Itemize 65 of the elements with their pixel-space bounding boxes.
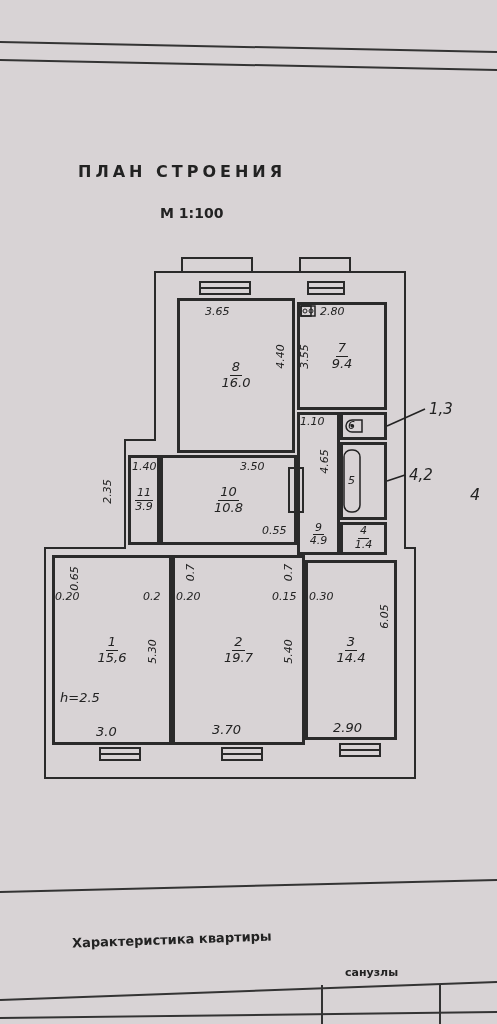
dimension-label: 2.80 xyxy=(320,305,345,318)
room-outline xyxy=(297,412,340,555)
room-number: 2 xyxy=(232,634,245,651)
room-note: 3.0 xyxy=(96,724,117,739)
leader-line xyxy=(386,408,426,427)
dimension-label: 0.65 xyxy=(67,566,81,591)
room-area: 9.4 xyxy=(329,356,355,372)
room-area: 19.7 xyxy=(222,650,255,666)
room-area: 1.4 xyxy=(352,539,375,552)
room-number: 8 xyxy=(229,360,243,376)
room-area: 4.9 xyxy=(307,535,330,548)
room-outline xyxy=(340,412,387,440)
leader-line xyxy=(386,474,406,482)
room-outline xyxy=(128,455,160,545)
dimension-label: 0.15 xyxy=(272,590,297,603)
scale-label: М 1:100 xyxy=(160,205,224,221)
column-heading: санузлы xyxy=(345,966,399,979)
room-note: h=2.5 xyxy=(60,690,100,705)
margin-note: 4 xyxy=(470,485,481,504)
room-number: 4 xyxy=(358,525,369,539)
room-number: 5 xyxy=(347,474,356,488)
room-outline xyxy=(177,298,295,453)
dimension-label: 0.55 xyxy=(262,524,287,537)
room-number: 1 xyxy=(105,634,119,651)
room-outline xyxy=(160,455,297,545)
dimension-label: 3.50 xyxy=(240,460,265,473)
dimension-label: 5.40 xyxy=(281,639,295,664)
room-area: 10.8 xyxy=(212,500,245,516)
room-number: 11 xyxy=(135,486,153,501)
dimension-label: 0.7 xyxy=(282,563,296,582)
dimension-label: 3.65 xyxy=(205,305,230,318)
dimension-label: 6.05 xyxy=(377,604,391,629)
dimension-label: 2.35 xyxy=(100,479,114,504)
room-area: 16.0 xyxy=(219,376,253,391)
dimension-label: 1.10 xyxy=(300,415,325,428)
dimension-label: 5.30 xyxy=(145,639,159,664)
dimension-label: 0.7 xyxy=(184,563,198,582)
dimension-note: 4,2 xyxy=(405,466,433,484)
room-area: 14.4 xyxy=(334,650,368,666)
room-number: 9 xyxy=(313,521,324,536)
room-outline xyxy=(305,560,397,740)
dimension-label: 0.20 xyxy=(176,590,201,603)
room-outline xyxy=(340,522,387,555)
dimension-label: 3.55 xyxy=(297,344,311,369)
plan-title: ПЛАН СТРОЕНИЯ xyxy=(78,162,287,181)
room-area: 15,6 xyxy=(95,650,129,666)
room-number: 3 xyxy=(344,634,358,651)
dimension-label: 4.65 xyxy=(317,449,331,474)
dimension-label: 0.2 xyxy=(143,590,161,603)
room-note: 3.70 xyxy=(212,722,241,737)
room-area: 3.9 xyxy=(133,500,155,514)
room-number: 6 xyxy=(347,419,356,433)
dimension-label: 0.20 xyxy=(55,590,80,603)
room-note: 2.90 xyxy=(333,720,362,735)
room-outline xyxy=(172,555,305,745)
dimension-label: 0.30 xyxy=(309,590,334,603)
room-outline xyxy=(340,442,387,520)
room-number: 7 xyxy=(335,340,349,357)
dimension-label: 4.40 xyxy=(273,344,287,369)
room-outline xyxy=(52,555,172,745)
section-heading: Характеристика квартиры xyxy=(71,928,272,951)
dimension-note: 1,3 xyxy=(425,400,453,418)
room-outline xyxy=(297,302,387,410)
room-number: 10 xyxy=(218,484,239,501)
dimension-label: 1.40 xyxy=(132,460,157,473)
